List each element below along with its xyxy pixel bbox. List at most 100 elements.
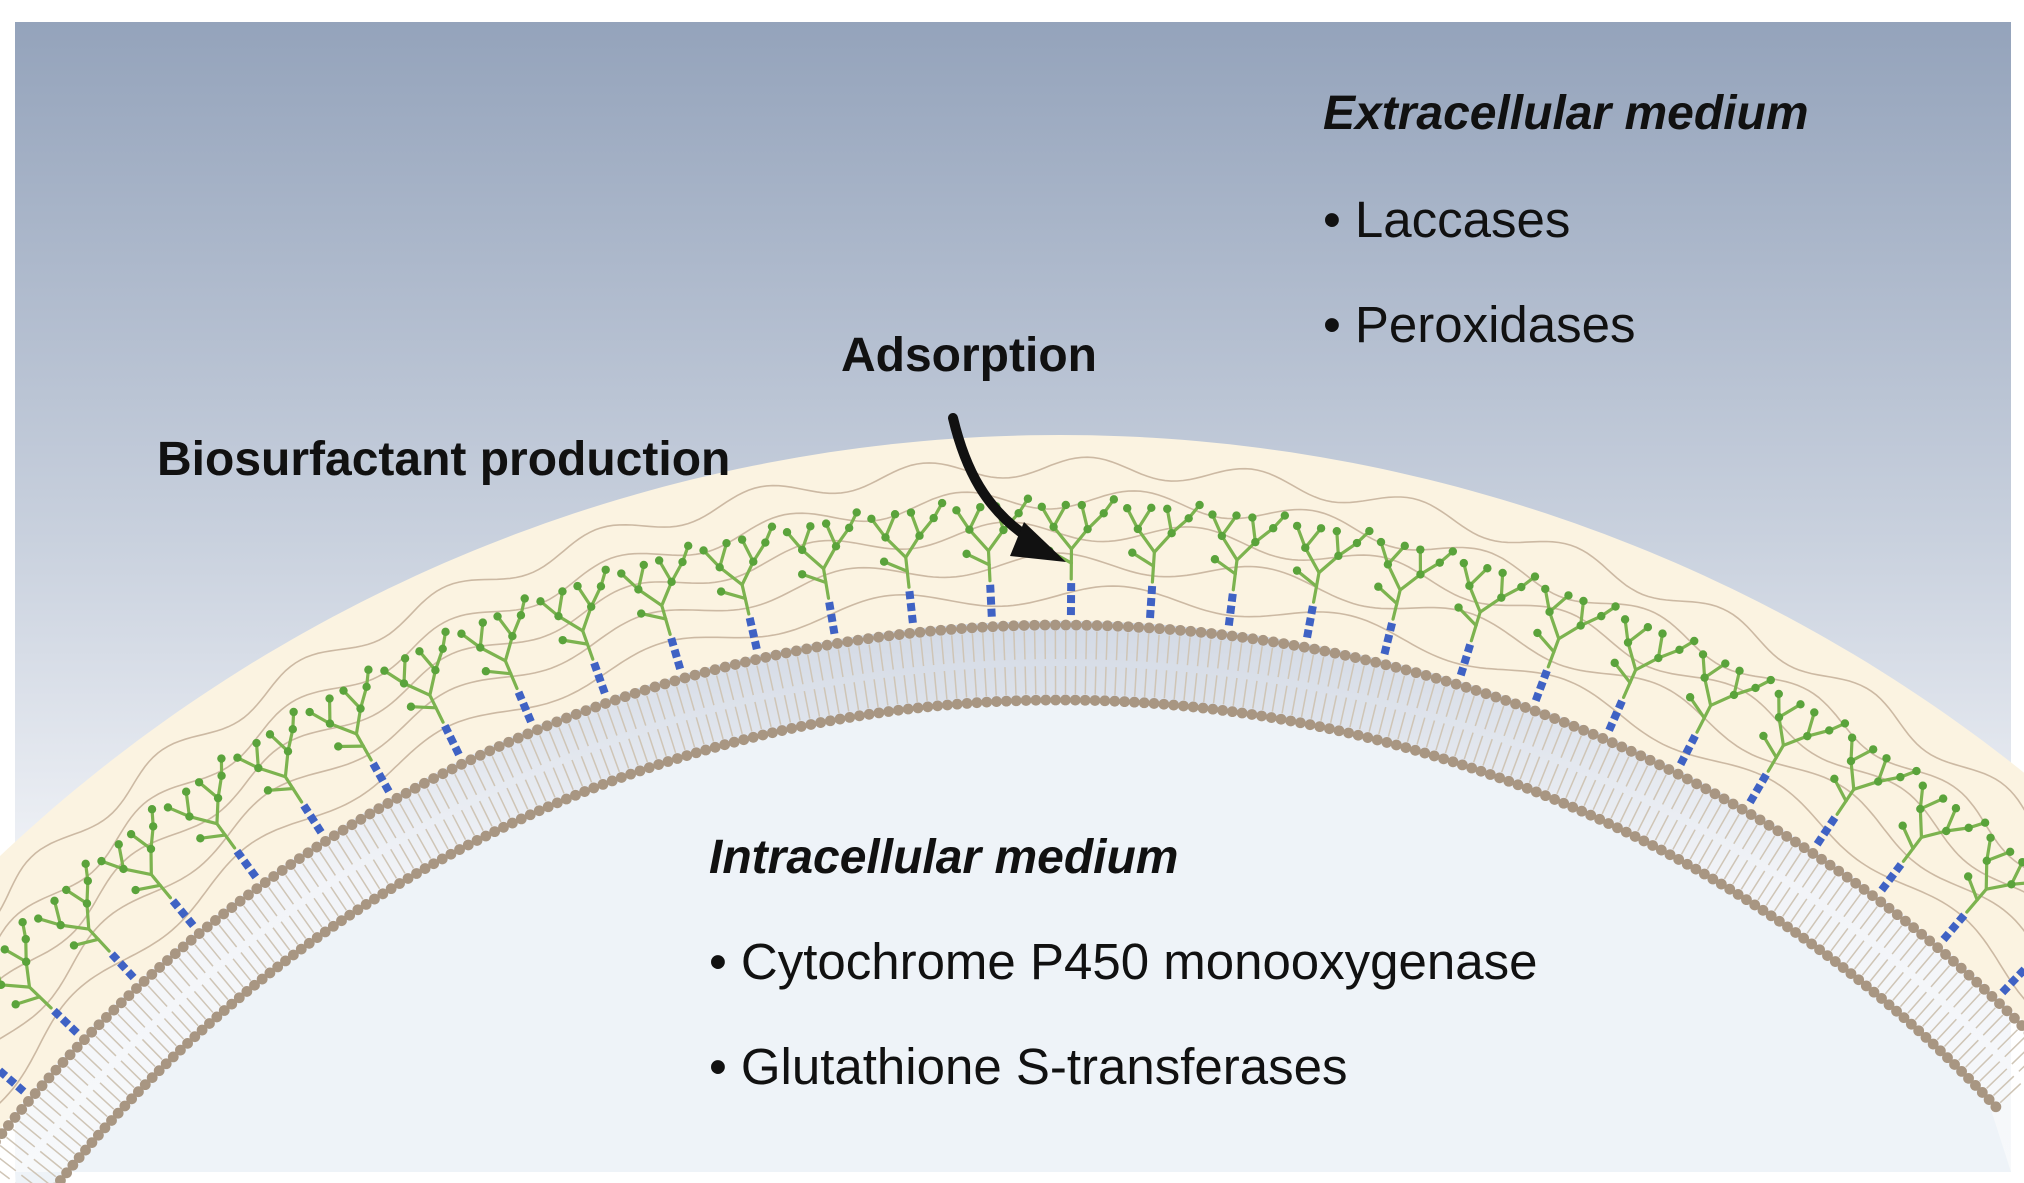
glycan-node — [1759, 731, 1768, 741]
lipid-tail — [1426, 683, 1436, 712]
lipid-tail — [1445, 689, 1456, 717]
lipid-tail — [756, 665, 764, 693]
lipid-head — [9, 1112, 21, 1123]
lipid-tail — [12, 1128, 36, 1148]
lipid-tail — [32, 1104, 55, 1125]
lipid-tail — [1793, 857, 1811, 883]
protein-stem-bead — [906, 602, 916, 612]
bullet-icon: • — [1323, 191, 1341, 248]
lipid-head — [86, 1026, 98, 1038]
lipid-tail — [1206, 639, 1212, 668]
glycan-node — [1982, 856, 1991, 865]
protein-stem-bead — [670, 648, 681, 659]
lipid-tail — [1416, 680, 1426, 709]
protein-stem-bead — [1956, 912, 1968, 924]
lipid-tail — [310, 857, 328, 882]
lipid-tail — [81, 1050, 103, 1072]
lipid-head — [402, 873, 414, 884]
biosurfactant-production-label: Biosurfactant production — [157, 433, 731, 486]
intracellular-medium-heading: Intracellular medium — [709, 831, 1179, 884]
lipid-tail — [1317, 656, 1325, 685]
lipid-head — [498, 821, 509, 833]
lipid-head — [43, 1072, 55, 1084]
wall-fibre — [0, 456, 2024, 912]
lipid-tail — [1867, 912, 1886, 936]
glycan-node — [1332, 526, 1342, 536]
protein-stem-bead — [987, 608, 996, 617]
lipid-head — [1195, 626, 1207, 638]
lipid-tail — [1801, 863, 1819, 888]
glycan-node — [217, 771, 226, 780]
lipid-tail — [786, 658, 794, 687]
lipid-tail — [1237, 643, 1243, 672]
lipid-head — [428, 858, 440, 870]
lipid-head — [740, 656, 751, 668]
lipid-tail — [548, 731, 561, 758]
lipid-tail — [1556, 767, 1569, 795]
lipid-head — [1664, 849, 1676, 861]
lipid-head — [795, 721, 807, 732]
glycan-node — [915, 531, 924, 540]
glycan-branch — [428, 668, 438, 697]
lipid-tail — [1004, 667, 1007, 696]
lipid-tail — [1814, 915, 1833, 940]
glycan-node — [1597, 611, 1606, 621]
lipid-tail — [587, 715, 599, 743]
lipid-tail — [519, 743, 533, 770]
lipid-tail — [656, 728, 667, 757]
lipid-tail — [417, 793, 433, 819]
glycan-node — [339, 686, 348, 695]
lipid-tail — [194, 944, 214, 967]
lipid-head — [1707, 873, 1719, 885]
glycan-node — [1774, 713, 1784, 722]
lipid-head — [709, 664, 721, 676]
lipid-head — [1438, 753, 1450, 765]
lipid-tail — [364, 864, 381, 890]
glycan-node — [11, 1000, 20, 1009]
glycan-node — [438, 644, 447, 654]
lipid-head — [902, 703, 914, 715]
lipid-tail — [883, 677, 889, 706]
protein-stem-bead — [1307, 605, 1317, 615]
glycan-node — [147, 805, 157, 814]
lipid-tail — [285, 874, 303, 899]
lipid-tail — [1166, 635, 1171, 664]
lipid-tail — [561, 763, 574, 790]
lipid-head — [1154, 623, 1165, 635]
lipid-head — [411, 868, 422, 879]
lipid-tail — [163, 971, 183, 994]
glycan-node — [163, 803, 173, 812]
lipid-head — [169, 948, 181, 960]
lipid-head — [588, 782, 600, 794]
lipid-head — [385, 883, 397, 895]
glycan-node — [56, 920, 65, 930]
lipid-tail — [837, 649, 844, 678]
lipid-head — [971, 697, 983, 709]
glycan-node — [146, 844, 156, 854]
lipid-head — [1298, 641, 1310, 653]
lipid-tail — [113, 1067, 135, 1089]
lipid-head — [669, 675, 681, 687]
lipid-head — [226, 998, 238, 1010]
lipid-head — [1868, 986, 1880, 998]
lipid-tail — [193, 990, 214, 1013]
lipid-tail — [6, 1136, 29, 1156]
lipid-head — [1168, 699, 1180, 711]
lipid-head — [1530, 786, 1542, 798]
lipid-head — [1133, 621, 1145, 633]
lipid-head — [320, 835, 331, 847]
lipid-head — [1503, 775, 1515, 787]
protein-stem-bead — [590, 661, 601, 672]
glycan-node — [831, 542, 841, 551]
glycan-node — [233, 753, 242, 762]
glycan-node — [1685, 693, 1695, 702]
lipid-head — [23, 1096, 34, 1107]
lipid-head — [1603, 818, 1614, 829]
lipid-head — [167, 1051, 179, 1063]
lipid-tail — [1851, 899, 1870, 924]
protein-stem-bead — [51, 1007, 63, 1020]
lipid-tail — [529, 739, 542, 766]
protein-stem-bead — [1383, 633, 1394, 644]
lipid-tail — [2011, 1051, 2024, 1065]
lipid-head — [1470, 685, 1482, 696]
